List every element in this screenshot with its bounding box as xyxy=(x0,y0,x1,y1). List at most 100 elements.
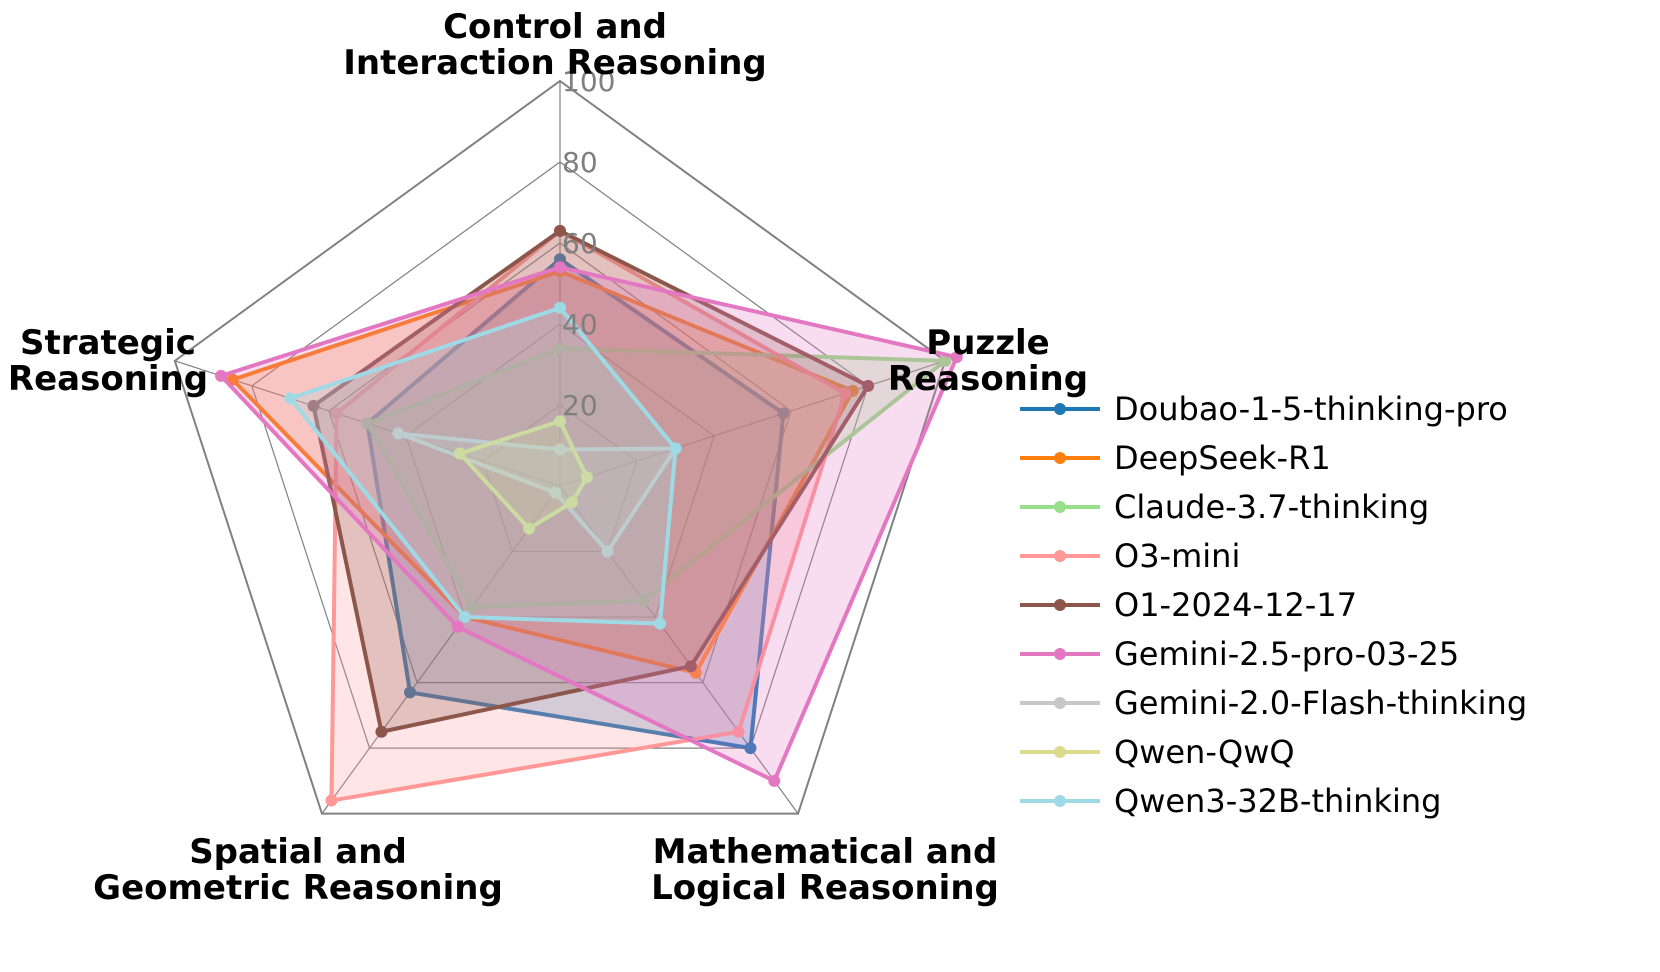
series-area xyxy=(459,421,587,529)
legend-swatch-marker xyxy=(1054,648,1066,660)
grid-ring-60 xyxy=(328,242,792,684)
series-8 xyxy=(284,301,682,630)
legend-entry: Claude-3.7-thinking xyxy=(1020,488,1429,526)
legend-label: Qwen-QwQ xyxy=(1114,733,1295,771)
tick-label: 40 xyxy=(562,308,598,341)
data-point xyxy=(862,379,875,392)
data-point xyxy=(669,442,682,455)
series-7 xyxy=(453,415,593,535)
data-point xyxy=(554,301,566,314)
series-area xyxy=(398,433,676,552)
legend-entry: Qwen-QwQ xyxy=(1020,733,1295,771)
legend-swatch-marker xyxy=(1054,550,1066,562)
series-line xyxy=(365,346,948,610)
series-line xyxy=(329,228,848,803)
series-line xyxy=(219,265,959,783)
data-point xyxy=(777,407,790,420)
legend-entry: Gemini-2.5-pro-03-25 xyxy=(1020,635,1459,673)
data-point xyxy=(404,686,417,699)
data-point xyxy=(950,351,963,364)
legend-label: DeepSeek-R1 xyxy=(1114,439,1331,477)
axis-spoke-1 xyxy=(559,360,946,487)
axis-spoke-3 xyxy=(321,485,561,815)
legend-swatch-marker xyxy=(1054,697,1066,709)
legend-swatch-marker xyxy=(1054,599,1066,611)
radar-series xyxy=(215,224,963,807)
data-point xyxy=(453,447,466,460)
grid-ring-40 xyxy=(405,323,715,618)
data-point xyxy=(554,224,566,237)
legend-entry: Gemini-2.0-Flash-thinking xyxy=(1020,684,1527,722)
tick-label: 60 xyxy=(562,227,598,260)
series-line xyxy=(288,305,678,626)
data-point xyxy=(523,522,536,535)
data-point xyxy=(601,545,614,558)
legend-entry: O3-mini xyxy=(1020,537,1240,575)
legend: Doubao-1-5-thinking-proDeepSeek-R1Claude… xyxy=(1020,390,1527,820)
data-point xyxy=(307,399,320,412)
series-area xyxy=(290,307,676,624)
data-point xyxy=(392,427,405,440)
legend-label: O3-mini xyxy=(1114,537,1240,575)
data-point xyxy=(554,261,566,274)
data-point xyxy=(458,611,471,624)
tick-label: 100 xyxy=(562,65,615,98)
legend-swatch-marker xyxy=(1054,746,1066,758)
data-point xyxy=(839,387,852,400)
legend-entry: Doubao-1-5-thinking-pro xyxy=(1020,390,1508,428)
legend-swatch-marker xyxy=(1054,452,1066,464)
legend-label: Claude-3.7-thinking xyxy=(1114,488,1429,526)
series-line xyxy=(396,431,678,554)
data-point xyxy=(554,443,566,456)
data-point xyxy=(565,496,578,509)
data-point xyxy=(684,660,697,673)
data-point xyxy=(284,392,297,405)
data-point xyxy=(554,415,566,428)
legend-label: Gemini-2.5-pro-03-25 xyxy=(1114,635,1459,673)
data-point xyxy=(361,417,374,430)
data-point xyxy=(325,794,338,807)
legend-label: Gemini-2.0-Flash-thinking xyxy=(1114,684,1527,722)
legend-swatch-marker xyxy=(1054,501,1066,513)
grid-ring-100 xyxy=(173,79,947,815)
data-point xyxy=(744,742,757,755)
series-5 xyxy=(215,261,963,787)
data-point xyxy=(732,725,745,738)
legend-label: Doubao-1-5-thinking-pro xyxy=(1114,390,1508,428)
series-area xyxy=(221,267,957,781)
series-area xyxy=(331,230,846,801)
legend-swatch-marker xyxy=(1054,403,1066,415)
legend-label: Qwen3-32B-thinking xyxy=(1114,782,1441,820)
data-point xyxy=(549,486,562,499)
legend-swatch-marker xyxy=(1054,795,1066,807)
data-point xyxy=(330,407,343,420)
tick-label: 80 xyxy=(562,146,598,179)
series-3 xyxy=(325,224,852,807)
data-point xyxy=(768,774,781,787)
data-point xyxy=(215,369,228,382)
data-point xyxy=(580,471,593,484)
data-point xyxy=(554,342,566,355)
series-line xyxy=(365,257,786,751)
legend-entry: Qwen3-32B-thinking xyxy=(1020,782,1441,820)
series-line xyxy=(457,419,589,531)
data-point xyxy=(375,725,388,738)
data-point xyxy=(451,620,464,633)
data-point xyxy=(939,354,952,367)
data-point xyxy=(653,617,666,630)
series-6 xyxy=(392,427,682,558)
legend-entry: O1-2024-12-17 xyxy=(1020,586,1357,624)
grid-ring-20 xyxy=(482,404,638,553)
tick-label: 20 xyxy=(562,389,598,422)
radial-tick-labels: 20 40 60 80 100 xyxy=(562,65,615,422)
data-point xyxy=(637,594,650,607)
legend-label: O1-2024-12-17 xyxy=(1114,586,1357,624)
legend-entry: DeepSeek-R1 xyxy=(1020,439,1331,477)
